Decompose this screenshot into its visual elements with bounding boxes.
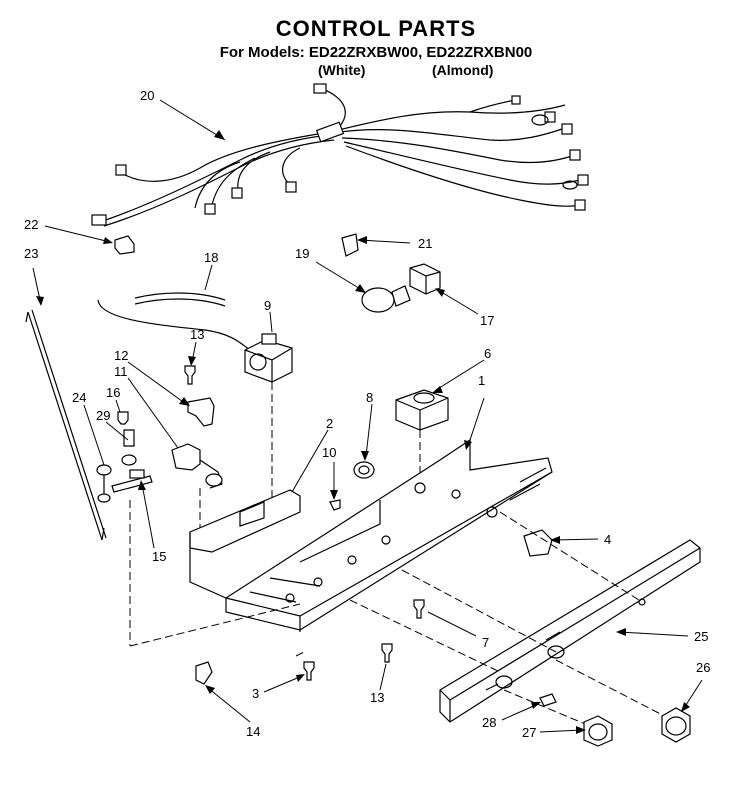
callout-22: 22 (24, 217, 38, 232)
light-bulb-19-icon (361, 285, 411, 313)
screw-7-icon (413, 599, 425, 619)
callout-1: 1 (478, 373, 485, 388)
callout-9: 9 (264, 298, 271, 313)
screw-3-icon (303, 661, 315, 681)
screw-13-top-icon (184, 365, 196, 385)
clip-4-icon (523, 529, 553, 557)
knob-26-icon (661, 707, 691, 743)
screw-10-icon (329, 499, 341, 511)
models-line: For Models: ED22ZRXBW00, ED22ZRXBN00 (219, 44, 533, 61)
clip-14-icon (195, 661, 213, 685)
callout-18: 18 (204, 250, 218, 265)
callout-24: 24 (72, 390, 86, 405)
bracket-2-icon (189, 489, 301, 553)
callout-17: 17 (480, 313, 494, 328)
clip-28-icon (539, 693, 557, 707)
lamp-socket-17-icon (409, 263, 441, 295)
callout-13-bottom: 13 (370, 690, 384, 705)
callout-29: 29 (96, 408, 110, 423)
bracket-12-icon (187, 397, 215, 427)
variant-almond-label: (Almond) (432, 62, 494, 78)
control-panel-25-icon (439, 539, 701, 723)
callout-25: 25 (694, 629, 708, 644)
callout-19: 19 (295, 246, 309, 261)
callout-14: 14 (246, 724, 260, 739)
callout-10: 10 (322, 445, 336, 460)
rod-23-icon (25, 309, 107, 541)
lamp-shield-21-icon (341, 233, 359, 257)
variant-white-label: (White) (318, 62, 366, 78)
timer-6-icon (395, 389, 449, 485)
callout-20: 20 (140, 88, 154, 103)
callout-13-top: 13 (190, 327, 204, 342)
callout-23: 23 (24, 246, 38, 261)
callout-4: 4 (604, 532, 611, 547)
callout-15: 15 (152, 549, 166, 564)
callout-6: 6 (484, 346, 491, 361)
grommet-8-icon (353, 461, 375, 479)
callout-28: 28 (482, 715, 496, 730)
screw-13-bottom-icon (381, 643, 393, 663)
wire-harness-icon (91, 83, 589, 227)
thermostat-9-icon (244, 333, 293, 515)
washer-24-icon (96, 464, 112, 503)
callout-3: 3 (252, 686, 259, 701)
callout-16: 16 (106, 385, 120, 400)
callout-7: 7 (482, 635, 489, 650)
spring-16-icon (117, 411, 129, 425)
linkage-15-icon (111, 469, 153, 493)
clip-22-icon (114, 235, 135, 255)
callout-8: 8 (366, 390, 373, 405)
knob-27-icon (583, 715, 613, 747)
diagram-title: CONTROL PARTS (275, 16, 477, 41)
callout-12: 12 (114, 348, 128, 363)
callout-11: 11 (114, 364, 128, 379)
washer-29-icon (121, 429, 137, 466)
callout-26: 26 (696, 660, 710, 675)
callout-27: 27 (522, 725, 536, 740)
callout-21: 21 (418, 236, 432, 251)
control-housing-1-icon (189, 438, 553, 632)
capillary-tube-18-icon (97, 292, 256, 353)
callout-2: 2 (326, 416, 333, 431)
